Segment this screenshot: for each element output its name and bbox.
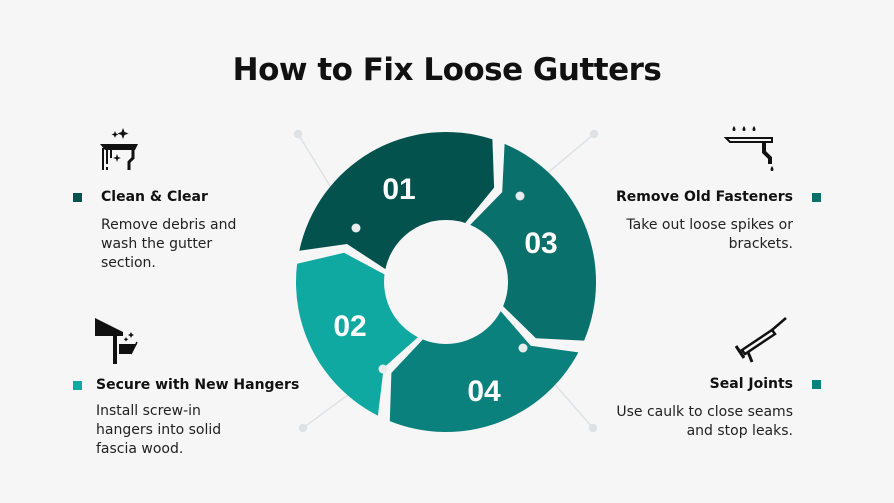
caulk-gun-icon [734,317,787,363]
connector-dot [515,191,525,201]
connector-dot [588,423,598,433]
step-number-01: 01 [382,173,415,206]
step-02-heading: Secure with New Hangers [96,377,300,393]
step-03-description: Take out loose spikes or brackets. [626,217,793,252]
ring-segment-02 [295,252,418,416]
connector-dot [298,423,308,433]
gutter-drip-icon [724,126,774,171]
step-02-marker [73,381,82,390]
connector-dot [378,364,388,374]
connector-dot [589,129,599,139]
page-title: How to Fix Loose Gutters [232,52,662,88]
connector-dot [293,129,303,139]
step-03-marker [812,193,821,202]
connector-dot [518,343,528,353]
step-03-heading: Remove Old Fasteners [616,189,793,205]
roof-gutter-hanger-icon [95,318,138,364]
step-number-02: 02 [333,310,366,343]
ring-segment-01 [299,131,495,270]
connector-dot [351,223,361,233]
gutter-sparkle-icon [100,128,138,170]
step-04-description: Use caulk to close seams and stop leaks. [616,404,793,439]
step-01-description: Remove debris and wash the gutter sectio… [101,217,237,271]
step-number-04: 04 [467,375,501,408]
ring-segment-04 [389,311,579,433]
step-number-03: 03 [524,227,557,260]
step-04-heading: Seal Joints [709,376,793,392]
step-04-marker [812,380,821,389]
step-01-marker [73,193,82,202]
step-02-description: Install screw-in hangers into solid fasc… [96,403,222,457]
step-01-heading: Clean & Clear [101,189,208,205]
ring-segment-03 [470,143,597,341]
